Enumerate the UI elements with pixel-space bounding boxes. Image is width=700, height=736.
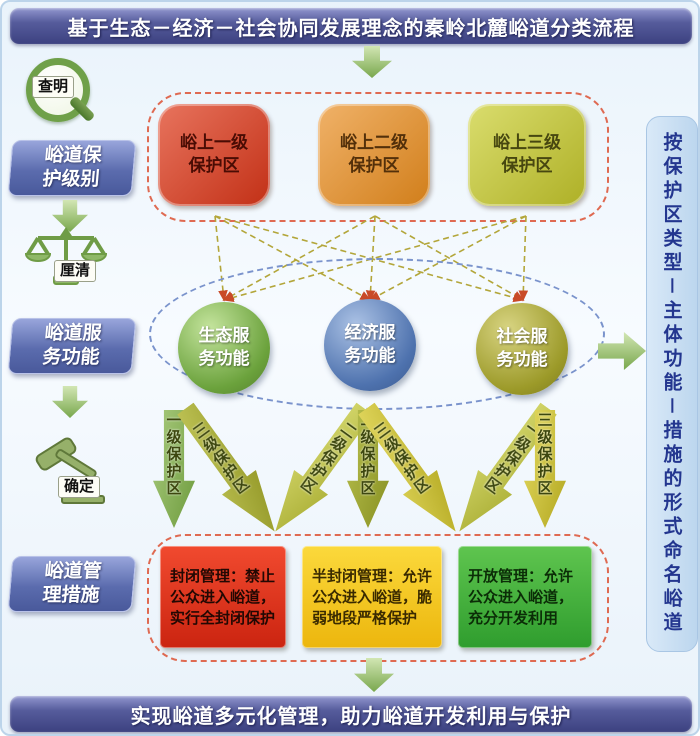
zone-label: 峪上一级保护区: [180, 133, 248, 176]
step-verb-investigate: 查明: [32, 76, 75, 98]
sphere-economic: 经济服务功能: [324, 299, 416, 391]
sphere-label: 社会服务功能: [496, 327, 548, 370]
step-label-service-function: 峪道服务功能: [7, 318, 137, 374]
mgmt-box-open: 开放管理：允许公众进入峪道，充分开发利用: [458, 546, 592, 648]
sphere-label: 经济服务功能: [344, 323, 396, 366]
protection-zones-container: [147, 92, 609, 222]
zone-label: 峪上三级保护区: [493, 133, 561, 176]
zone-box-level3: 峪上三级保护区: [468, 104, 586, 206]
mgmt-label: 开放管理：允许公众进入峪道，充分开发利用: [468, 566, 574, 627]
step-label-management: 峪道管理措施: [7, 556, 137, 612]
step-label-text: 峪道服务功能: [41, 322, 103, 368]
footer-banner: 实现峪道多元化管理，助力峪道开发利用与保护: [10, 696, 692, 732]
step-verb-determine: 确定: [58, 476, 101, 498]
step-label-text: 峪道保护级别: [41, 144, 103, 190]
level-arrow-label: 一级保护区: [164, 411, 183, 497]
mgmt-box-closed: 封闭管理：禁止公众进入峪道，实行全封闭保护: [160, 546, 286, 648]
sphere-label: 生态服务功能: [198, 326, 250, 369]
level-arrow-diagonal-1: 三级保护区: [168, 396, 291, 544]
level-arrow-label: 三级保护区: [535, 411, 554, 497]
title-banner: 基于生态－经济－社会协同发展理念的秦岭北麓峪道分类流程: [10, 8, 692, 44]
flow-arrow-right-icon: [598, 332, 646, 370]
title-text: 基于生态－经济－社会协同发展理念的秦岭北麓峪道分类流程: [67, 15, 635, 40]
step-verb-clarify: 厘清: [54, 260, 97, 282]
flow-arrow-down-top-icon: [352, 46, 392, 78]
mgmt-label: 半封闭管理：允许公众进入峪道，脆弱地段严格保护: [312, 566, 433, 627]
mgmt-label: 封闭管理：禁止公众进入峪道，实行全封闭保护: [170, 566, 276, 627]
sphere-social: 社会服务功能: [476, 303, 568, 395]
naming-rule-text: 按保护区类型－主体功能－措施的形式命名峪道: [660, 131, 683, 636]
flow-arrow-down-bottom-icon: [354, 658, 394, 692]
step-label-text: 峪道管理措施: [41, 560, 103, 606]
zone-box-level1: 峪上一级保护区: [158, 104, 270, 206]
footer-text: 实现峪道多元化管理，助力峪道开发利用与保护: [130, 703, 572, 728]
zone-label: 峪上二级保护区: [340, 133, 408, 176]
level-arrow-label: 三级保护区: [188, 418, 254, 498]
flow-arrow-left-2-icon: [52, 386, 88, 418]
zone-box-level2: 峪上二级保护区: [318, 104, 430, 206]
level-arrows-zone: 一级保护区 三级保护区 二级保护区 二级保护区 三级保护区 一级保护区 三级保护…: [147, 408, 607, 532]
mgmt-box-semi-closed: 半封闭管理：允许公众进入峪道，脆弱地段严格保护: [302, 546, 442, 648]
step-label-protection-level: 峪道保护级别: [7, 140, 137, 196]
naming-rule-strip: 按保护区类型－主体功能－措施的形式命名峪道: [646, 116, 698, 652]
sphere-ecological: 生态服务功能: [178, 302, 270, 394]
